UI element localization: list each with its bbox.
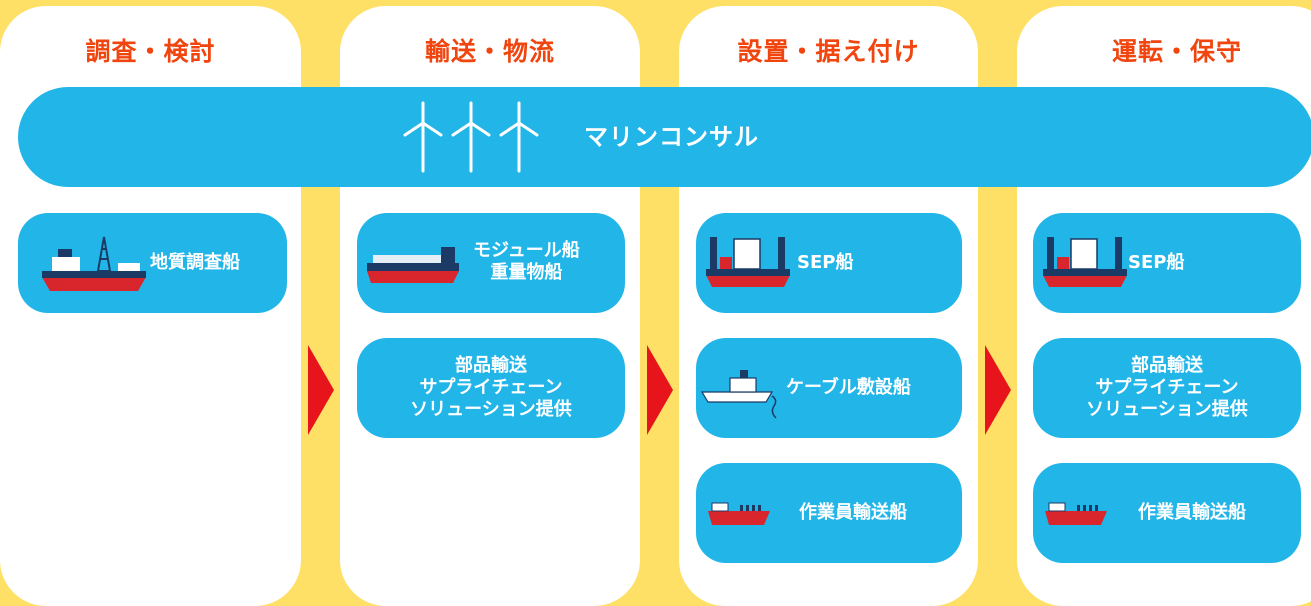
service-label: 部品輸送 サプライチェーン ソリューション提供 <box>410 355 572 420</box>
service-label: 作業員輸送船 <box>799 502 907 523</box>
stage-title-survey: 調査・検討 <box>85 37 216 66</box>
service-sep-vessel: SEP船 <box>1033 213 1301 313</box>
marine-consulting-banner: マリンコンサル <box>18 87 1311 187</box>
stage-title-operation: 運転・保守 <box>1111 37 1242 66</box>
service-module-heavy-lift-vessel: モジュール船 重量物船 <box>357 213 625 313</box>
service-sep-vessel: SEP船 <box>696 213 962 313</box>
arrow-right-icon <box>647 345 673 435</box>
service-label: SEP船 <box>1128 252 1185 273</box>
crew-ship-icon <box>1045 502 1107 525</box>
service-label: SEP船 <box>797 252 854 273</box>
service-crew-transfer-vessel: 作業員輸送船 <box>1033 463 1301 563</box>
service-crew-transfer-vessel: 作業員輸送船 <box>696 463 962 563</box>
service-label: 部品輸送 サプライチェーン ソリューション提供 <box>1086 355 1248 420</box>
cable-ship-icon <box>700 370 777 419</box>
service-survey-vessel: 地質調査船 <box>18 213 287 313</box>
arrow-right-icon <box>308 345 334 435</box>
stage-title-installation: 設置・据え付け <box>737 37 920 66</box>
service-supply-chain-solution: 部品輸送 サプライチェーン ソリューション提供 <box>1033 338 1301 438</box>
survey-ship-icon <box>42 236 146 291</box>
service-cable-laying-vessel: ケーブル敷設船 <box>696 338 962 438</box>
service-label: モジュール船 重量物船 <box>473 240 580 283</box>
sep-ship-icon <box>1043 237 1127 287</box>
module-ship-icon <box>367 247 459 283</box>
service-label: 作業員輸送船 <box>1138 502 1246 523</box>
service-label: 地質調査船 <box>150 252 240 273</box>
service-label: ケーブル敷設船 <box>786 377 911 398</box>
stage-title-transport: 輸送・物流 <box>424 37 555 66</box>
sep-ship-icon <box>706 237 790 287</box>
wind-turbine-icon <box>403 101 539 173</box>
service-supply-chain-solution: 部品輸送 サプライチェーン ソリューション提供 <box>357 338 625 438</box>
arrow-right-icon <box>985 345 1011 435</box>
crew-ship-icon <box>708 502 770 525</box>
banner-label: マリンコンサル <box>584 123 759 151</box>
